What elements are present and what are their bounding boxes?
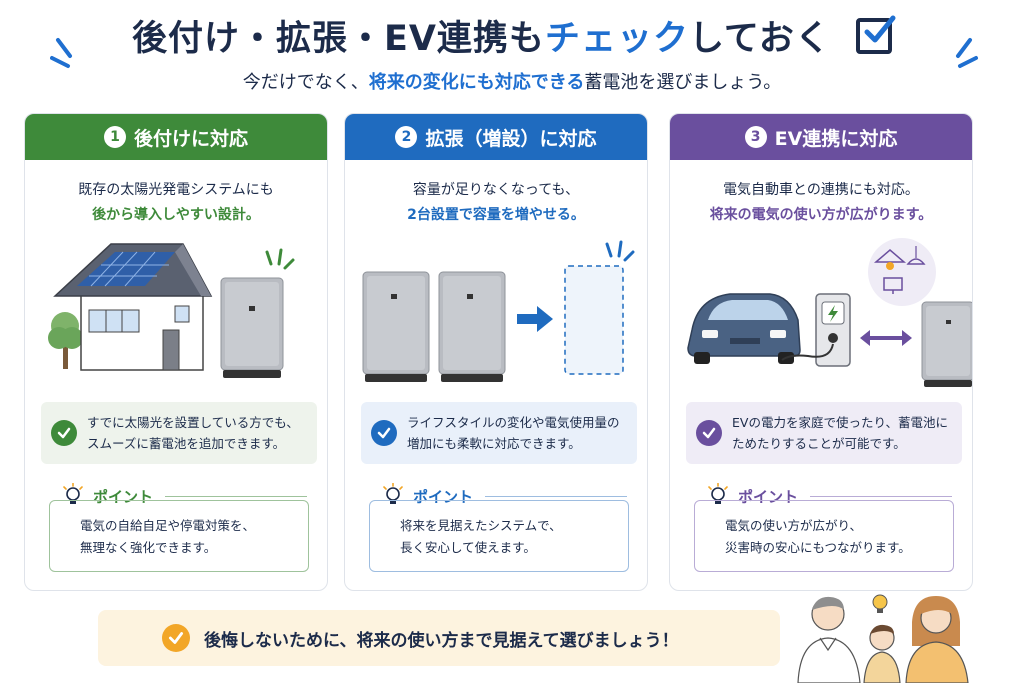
footer-message: 後悔しないために、将来の使い方まで見据えて選びましょう！ (204, 630, 679, 651)
battery-icon (220, 277, 284, 378)
checkbox-icon (856, 15, 896, 54)
spark-icon (956, 38, 978, 68)
home-appliances-bubble (868, 238, 936, 306)
point-box: 将来を見据えたシステムで、 長く安心して使えます。 (369, 500, 629, 572)
card-lead: 既存の太陽光発電システムにも 後から導入しやすい設計。 (78, 182, 274, 223)
battery-icon (921, 301, 972, 387)
check-icon (696, 420, 722, 446)
point-label: ポイント (706, 483, 798, 508)
card-note: ライフスタイルの変化や電気使用量の 増加にも柔軟に対応できます。 (361, 402, 637, 464)
check-icon (162, 624, 190, 652)
header: 後付け・拡張・EV連携もチェックしておく 今だけでなく、将来の変化にも対応できる… (0, 0, 1024, 105)
card-header: 2 拡張（増設）に対応 (345, 114, 647, 160)
check-icon (51, 420, 77, 446)
spark-icon (605, 240, 635, 262)
house-battery-illustration (48, 243, 295, 378)
tree-icon (48, 312, 83, 369)
lightbulb-icon (872, 594, 888, 613)
card-retrofit: 1 後付けに対応 既存の太陽光発電システムにも 後から導入しやすい設計。 (24, 113, 328, 591)
house-icon (53, 243, 213, 371)
card-number: 1 (103, 126, 126, 148)
arrow-right-icon (517, 306, 553, 332)
point-label: ポイント (61, 483, 153, 508)
family-illustration (797, 594, 969, 683)
spark-icon (50, 38, 72, 68)
card-expansion: 2 拡張（増設）に対応 容量が足りなくなっても、 2台設置で容量を増やせる。 (344, 113, 648, 591)
lightbulb-icon (63, 483, 83, 504)
car-icon (687, 293, 801, 364)
charger-icon (781, 293, 851, 367)
ev-link-illustration (687, 238, 972, 387)
placeholder-battery (564, 265, 624, 375)
child-icon (863, 624, 901, 683)
card-title: EV連携に対応 (774, 127, 898, 150)
card-note: すでに太陽光を設置している方でも、 スムーズに蓄電池を追加できます。 (41, 402, 317, 464)
page-title: 後付け・拡張・EV連携もチェックしておく (0, 10, 1024, 61)
card-title: 後付けに対応 (133, 127, 248, 150)
card-note: EVの電力を家庭で使ったり、蓄電池に ためたりすることが可能です。 (686, 402, 962, 464)
check-icon (371, 420, 397, 446)
card-title: 拡張（増設）に対応 (425, 127, 597, 150)
point-box: 電気の使い方が広がり、 災害時の安心にもつながります。 (694, 500, 954, 572)
footer-banner: 後悔しないために、将来の使い方まで見据えて選びましょう！ (98, 610, 780, 666)
spark-icon (265, 248, 295, 270)
father-icon (797, 596, 861, 683)
page-subtitle: 今だけでなく、将来の変化にも対応できる蓄電池を選びましょう。 (242, 72, 782, 93)
card-header: 3 EV連携に対応 (670, 114, 972, 160)
card-header: 1 後付けに対応 (25, 114, 327, 160)
battery-expansion-illustration (362, 240, 635, 382)
battery-icon (362, 271, 430, 382)
card-number: 2 (395, 126, 418, 148)
card-number: 3 (744, 126, 767, 148)
card-ev-link: 3 EV連携に対応 電気自動車との連携にも対応。 将来の電気の使い方が広がります… (669, 113, 973, 591)
battery-icon (438, 271, 506, 382)
card-lead: 容量が足りなくなっても、 2台設置で容量を増やせる。 (407, 182, 585, 223)
card-lead: 電気自動車との連携にも対応。 将来の電気の使い方が広がります。 (709, 182, 933, 223)
mother-icon (905, 596, 969, 683)
point-box: 電気の自給自足や停電対策を、 無理なく強化できます。 (49, 500, 309, 572)
double-arrow-icon (860, 330, 912, 346)
